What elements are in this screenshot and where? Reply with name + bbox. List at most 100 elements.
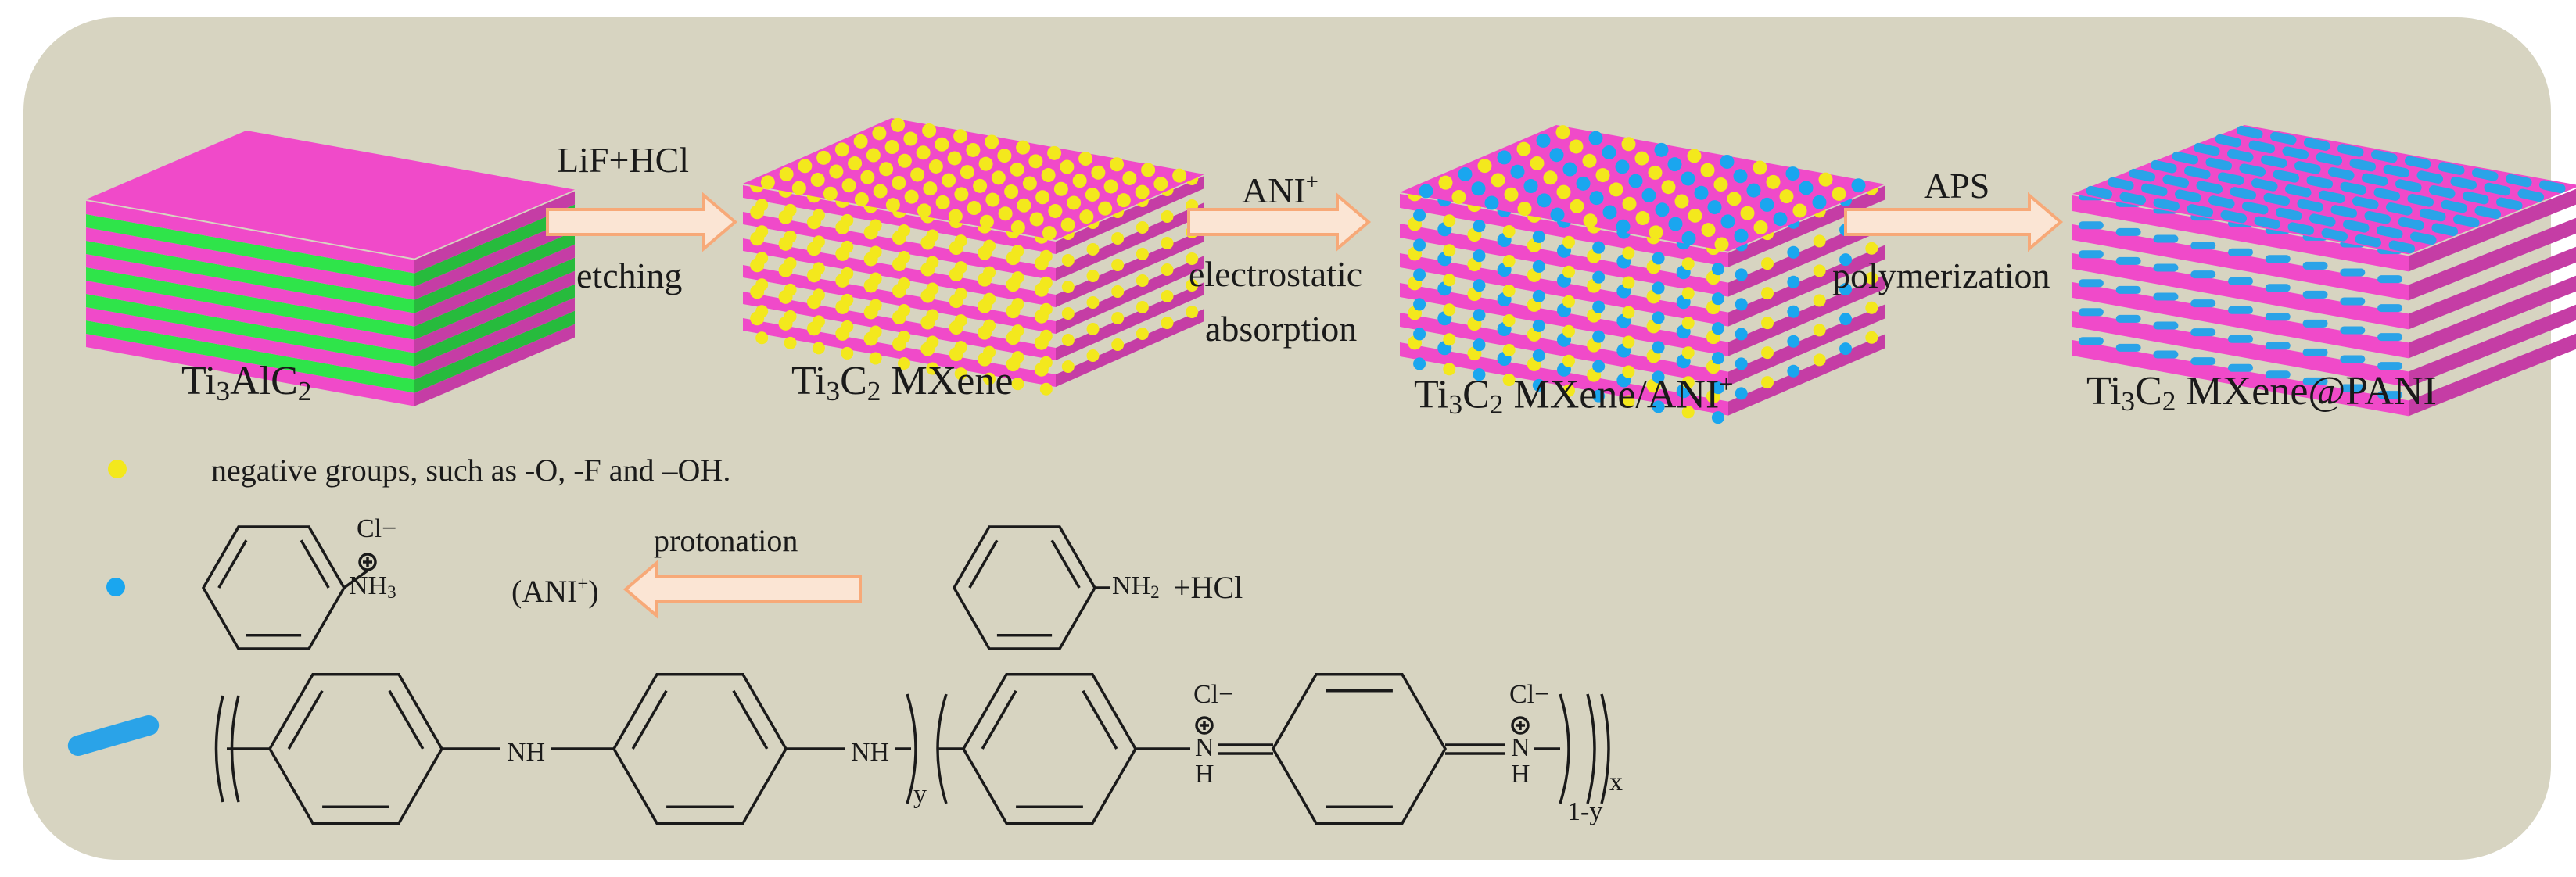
pani-rod (2218, 172, 2244, 185)
surface-sphere (1110, 157, 1125, 172)
pani-rod (2228, 277, 2253, 285)
surface-sphere (1562, 384, 1575, 397)
surface-sphere (960, 165, 974, 180)
pani-rod (2265, 284, 2291, 292)
pani-rod (2306, 175, 2334, 189)
double-bond (287, 689, 324, 750)
pani-rod (2239, 163, 2266, 177)
surface-sphere (1787, 364, 1800, 378)
pani-rod (2119, 192, 2147, 206)
surface-sphere (1136, 221, 1149, 234)
surface-sphere (755, 331, 769, 345)
surface-sphere (1681, 287, 1695, 300)
pani-rod (2251, 178, 2278, 192)
surface-sphere (1609, 182, 1623, 197)
surface-sphere (1592, 241, 1606, 254)
surface-sphere (860, 170, 875, 184)
surface-sphere (892, 175, 906, 190)
surface-sphere (1011, 351, 1024, 364)
layer-side (2409, 246, 2576, 330)
surface-sphere (1029, 212, 1044, 227)
surface-sphere (784, 256, 797, 270)
layer-front (743, 318, 1056, 387)
surface-sphere (1622, 306, 1635, 319)
surface-sphere (1839, 313, 1852, 326)
surface-sphere (1865, 331, 1878, 344)
surface-sphere (1865, 242, 1878, 255)
surface-sphere (926, 362, 939, 375)
surface-sphere (1532, 349, 1545, 362)
surface-sphere (1011, 271, 1024, 285)
surface-sphere (1135, 184, 1150, 199)
layer-side (414, 257, 575, 340)
surface-sphere (1714, 237, 1729, 252)
pani-rod (2340, 297, 2366, 306)
double-bond (631, 689, 668, 750)
arrow-protonation (622, 559, 862, 620)
surface-sphere (1484, 195, 1499, 210)
surface-sphere (1186, 306, 1199, 318)
surface-sphere (1549, 148, 1564, 163)
pani-rod (2364, 211, 2391, 224)
surface-sphere (1761, 346, 1774, 360)
block-mx (743, 117, 1204, 396)
step3-process: polymerization (1832, 256, 2050, 295)
surface-sphere (1562, 265, 1575, 278)
surface-sphere (1530, 156, 1545, 170)
arrow-etching (546, 192, 738, 252)
pani-rod (2190, 328, 2216, 337)
surface-sphere (1098, 201, 1113, 216)
surface-sphere (954, 261, 967, 274)
surface-sphere (926, 309, 939, 322)
surface-sphere (1458, 166, 1473, 181)
pani-rod (2115, 256, 2141, 265)
surface-sphere (1681, 346, 1695, 360)
surface-sphere (1589, 191, 1604, 206)
pani-rod-icon (67, 715, 160, 756)
step2-process-line1: electrostatic (1189, 254, 1363, 294)
surface-sphere (848, 156, 863, 171)
layer-front (2072, 340, 2409, 417)
paren-close (906, 693, 917, 804)
surface-sphere (1711, 292, 1724, 306)
surface-sphere (1687, 149, 1702, 163)
pani-rod (2539, 180, 2566, 194)
surface-sphere (935, 195, 950, 209)
pani-rod (2388, 240, 2416, 254)
surface-sphere (1592, 300, 1606, 313)
surface-sphere (954, 367, 967, 381)
surface-sphere (1473, 338, 1486, 352)
surface-sphere (1711, 381, 1724, 395)
pani-rod (2190, 242, 2216, 250)
surface-sphere (1681, 171, 1695, 186)
surface-sphere (1785, 166, 1800, 181)
pani-rod (2078, 308, 2104, 317)
process-arrows (546, 192, 2064, 620)
layer-front (86, 254, 414, 327)
surface-sphere (1136, 274, 1149, 287)
pani-rod (2215, 134, 2242, 148)
layer-front (743, 238, 1056, 307)
surface-sphere (1111, 312, 1125, 324)
surface-sphere (1491, 173, 1505, 188)
pani-rod (2141, 183, 2168, 197)
surface-sphere (1555, 125, 1570, 140)
surface-sphere (1172, 168, 1187, 183)
surface-sphere (1661, 180, 1676, 195)
surface-sphere (1086, 323, 1100, 335)
surface-sphere (997, 149, 1012, 163)
pani-rod (2340, 268, 2366, 277)
pani-rod (2265, 370, 2291, 379)
pani-rod (2355, 234, 2382, 248)
surface-sphere (1787, 275, 1800, 288)
surface-sphere (1078, 152, 1093, 166)
step1-reagent: LiF+HCl (557, 140, 690, 180)
surface-sphere (953, 129, 968, 144)
surface-sphere (1813, 294, 1826, 307)
layer-front (86, 334, 414, 406)
surface-sphere (1713, 177, 1728, 192)
ring-outline (961, 672, 1138, 825)
pani-rod (2405, 156, 2431, 170)
surface-sphere (1583, 213, 1598, 228)
layer-front (86, 307, 414, 380)
